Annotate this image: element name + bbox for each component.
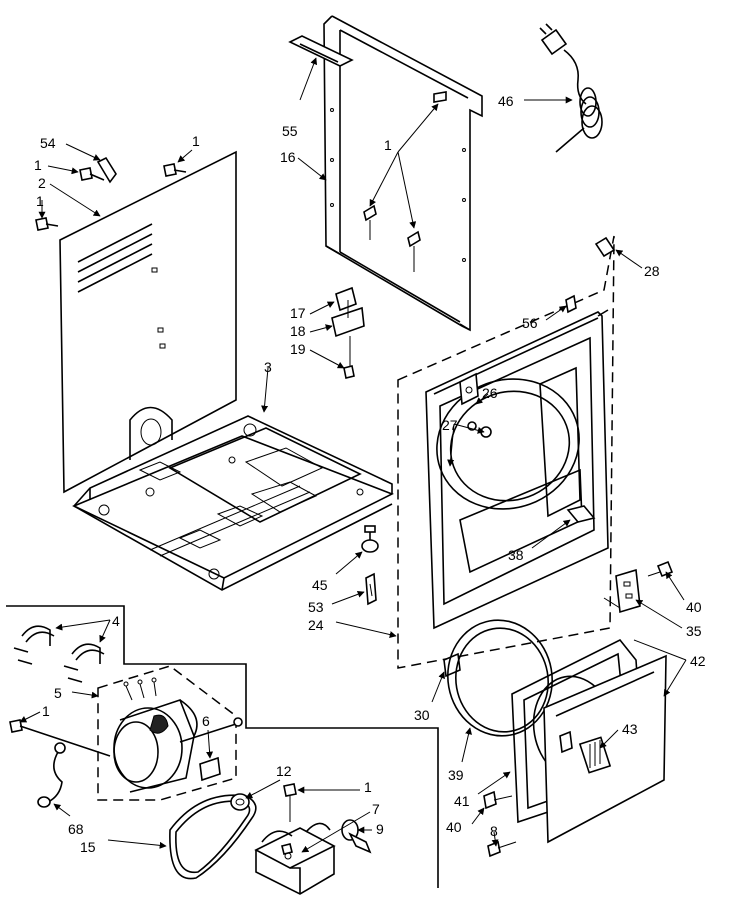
label-68: 68 [68,821,84,837]
motor-clamps [13,625,105,683]
ground-wire [9,719,111,808]
outer-door [543,654,667,844]
drive-belt [169,794,257,880]
label-18: 18 [290,323,306,339]
door-hinge [603,568,641,614]
label-1-f: 1 [364,779,372,795]
label-38: 38 [508,547,524,563]
leader-lines [19,57,687,853]
door-screws [483,790,517,858]
label-15: 15 [80,839,96,855]
hinge-screw [647,560,674,578]
label-1-c: 1 [192,133,200,149]
rear-frame [323,15,483,332]
door-seal [447,619,553,737]
label-5: 5 [54,685,62,701]
label-30: 30 [414,707,430,723]
label-1-a: 1 [34,157,42,173]
label-7: 7 [372,801,380,817]
motor-section-border [6,605,439,888]
frame-screws [363,91,447,272]
label-35: 35 [686,623,702,639]
label-39: 39 [448,767,464,783]
label-54: 54 [40,135,56,151]
label-16: 16 [280,149,296,165]
label-28: 28 [644,263,660,279]
label-40-b: 40 [446,819,462,835]
label-19: 19 [290,341,306,357]
idler-bracket [254,822,336,895]
left-screws [35,156,187,231]
front-panel-outline [397,235,615,669]
idler-pulley [230,793,250,811]
label-42: 42 [690,653,706,669]
bracket-screw [283,783,297,822]
label-1-d: 1 [384,137,392,153]
label-4: 4 [112,613,120,629]
label-43: 43 [622,721,638,737]
label-6: 6 [202,713,210,729]
top-bracket [288,35,354,67]
label-56: 56 [522,315,538,331]
label-1-b: 1 [36,193,44,209]
label-17: 17 [290,305,306,321]
motor-box [97,665,237,801]
label-46: 46 [498,93,514,109]
label-40-a: 40 [686,599,702,615]
label-26: 26 [482,385,498,401]
label-24: 24 [308,617,324,633]
drive-motor [113,677,243,793]
power-cord [539,23,603,153]
base-panel [72,415,394,591]
label-41: 41 [454,793,470,809]
front-clips [565,236,616,314]
rear-panel [59,150,237,494]
label-9: 9 [376,821,384,837]
label-3: 3 [264,359,272,375]
latch-clip [365,572,377,606]
switch-bracket [331,286,365,379]
leveling-foot [361,525,379,553]
label-55: 55 [282,123,298,139]
label-12: 12 [276,763,292,779]
label-8: 8 [490,823,498,839]
label-45: 45 [312,577,328,593]
label-27: 27 [442,417,458,433]
front-panel [425,309,609,630]
callout-labels: 54 1 2 1 1 55 16 1 46 28 17 18 19 3 56 2… [34,93,706,855]
label-53: 53 [308,599,324,615]
door-catch [566,505,596,523]
label-1-e: 1 [42,703,50,719]
drum-seal-parts [467,421,492,438]
label-2: 2 [38,175,46,191]
idler-spring [341,819,372,854]
